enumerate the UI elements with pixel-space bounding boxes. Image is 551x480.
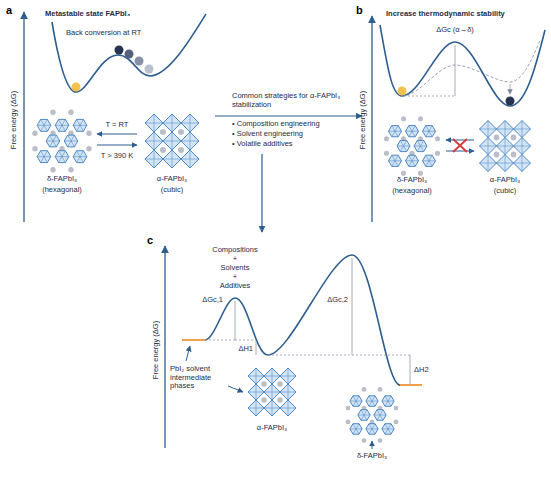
text-label: (hexagonal) xyxy=(42,186,82,195)
text-label: ΔGc (α→δ) xyxy=(436,26,474,35)
cubic-crystal xyxy=(248,368,296,416)
original-curve xyxy=(402,40,540,96)
text-label: Solvents xyxy=(221,264,250,273)
text-label: δ-FAPbI₃ xyxy=(357,452,387,461)
text-label: PbI₂ solvent intermediate phases xyxy=(170,365,226,391)
cubic-crystal xyxy=(145,114,199,168)
hexagonal-crystal xyxy=(346,387,399,443)
text-label: (cubic) xyxy=(161,186,184,195)
state-dots xyxy=(115,46,154,74)
barrier-marker xyxy=(404,45,510,96)
text-label: Compositions xyxy=(212,246,257,255)
text-label: δ-FAPbI₃ xyxy=(397,176,427,185)
text-label: δ-FAPbI₃ xyxy=(47,175,77,184)
text-label: ΔGc,1 xyxy=(202,296,223,305)
text-label: • Solvent engineering xyxy=(232,130,303,139)
energy-curve xyxy=(205,255,400,385)
cubic-crystal xyxy=(480,121,531,172)
transition-arrows xyxy=(97,134,137,145)
text-label: α-FAPbI₃ xyxy=(257,424,287,433)
state-dot xyxy=(506,97,515,106)
intermediate-level xyxy=(182,340,422,385)
state-dot xyxy=(72,83,81,92)
text-label: • Volatile additives xyxy=(232,140,293,149)
text-label: + xyxy=(233,255,237,264)
text-label: Back conversion at RT xyxy=(66,29,141,38)
crystal-structures xyxy=(32,110,530,444)
text-label: Additives xyxy=(220,282,250,291)
panel-letter: b xyxy=(356,4,363,17)
text-label: (cubic) xyxy=(494,187,517,196)
text-label: T > 390 K xyxy=(101,152,134,161)
hexagonal-crystal xyxy=(32,110,91,173)
text-label: ΔGc,2 xyxy=(327,296,348,305)
state-dot xyxy=(398,87,407,96)
panel-letter: c xyxy=(147,234,153,247)
text-label: + xyxy=(233,273,237,282)
hexagonal-crystal xyxy=(384,116,440,176)
text-label: ΔH2 xyxy=(414,366,429,375)
panel-letter: a xyxy=(6,4,12,17)
pointer-arrows xyxy=(186,346,372,449)
energy-curve xyxy=(52,14,206,92)
blocked-arrows xyxy=(446,140,474,151)
blocked-cross xyxy=(453,139,467,152)
text-label: Metastable state FAPbI₃ xyxy=(45,10,130,19)
energy-curve xyxy=(380,25,545,106)
text-label: • Composition engineering xyxy=(232,120,320,129)
text-label: (hexagonal) xyxy=(392,187,432,196)
text-label: α-FAPbI₃ xyxy=(490,176,520,185)
axis-label: Free energy (ΔG) xyxy=(359,91,368,149)
energy-axis xyxy=(24,12,372,448)
energy-markers xyxy=(205,258,410,385)
text-label: T = RT xyxy=(106,121,129,130)
text-label: ΔH1 xyxy=(238,345,253,354)
axis-label: Free energy (ΔG) xyxy=(10,91,19,149)
text-label: Common strategies for α-FAPbI₃ stabiliza… xyxy=(232,92,350,109)
text-label: Increase thermodynamic stability xyxy=(386,10,505,19)
axis-label: Free energy (ΔG) xyxy=(152,321,161,379)
strategy-arrow xyxy=(215,116,362,232)
text-label: α-FAPbI₃ xyxy=(157,175,187,184)
